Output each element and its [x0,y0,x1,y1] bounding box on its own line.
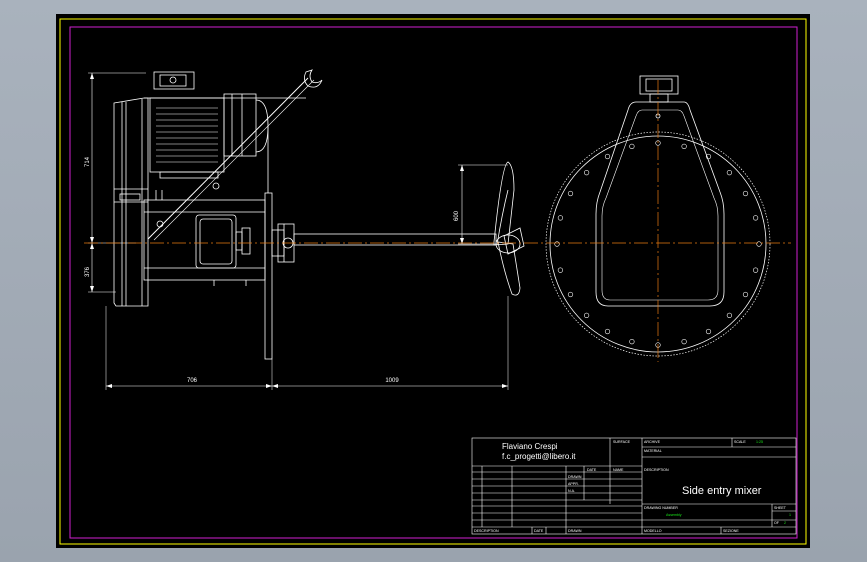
approved-label: APPR. [568,482,579,486]
bolt-hole [726,170,733,176]
author-name: Flaviano Crespi [502,442,558,451]
dim-height-top: 714 [85,156,91,167]
outer-frame [59,18,807,545]
modification-label: DESCRIPTION [474,529,499,533]
nc-label: N.A. [568,489,575,493]
bolt-hole [567,291,574,298]
bolt-hole [567,190,574,197]
date2-label: DATE [534,529,544,533]
bolt-hole [604,153,611,160]
bolt-hole [681,143,687,149]
of-label: OF [774,521,780,525]
bolt-hole [752,267,759,273]
bolt-hole [742,291,749,298]
sheet-label: SHEET [774,506,787,510]
drawing-number-value: Assembly [666,513,682,517]
name-label: NAME [613,468,624,472]
date-label: DATE [587,468,597,472]
centerlines [84,80,791,362]
archive-label: ARCHIVE [644,440,661,444]
author-email: f.c_progetti@libero.it [502,452,576,461]
bolt-hole [742,190,749,197]
bolt-hole [557,215,564,221]
dim-height-bottom: 376 [85,266,91,277]
section-label: SEZIONE [723,529,739,533]
cad-viewport[interactable]: 714 376 706 1009 600 [56,14,810,548]
drawn-label: DRAWN [568,475,582,479]
bolt-hole [705,153,712,160]
surface-label: SURFACE [613,440,631,444]
drawing-number-label: DRAWING NUMBER [644,506,678,510]
bolt-hole [583,170,590,176]
bolt-hole [629,143,635,149]
bolt-hole [726,312,733,319]
model-label: MODELLO [644,529,662,533]
scale-label: SCALE [734,440,746,444]
bolt-hole [583,312,590,319]
bolt-hole [681,339,687,345]
bolt-hole [705,328,712,335]
inner-border [69,26,798,539]
drawn2-label: DRAWN [568,529,582,533]
bolt-hole [655,140,661,146]
bolt-hole [604,328,611,335]
dim-length-shaft: 1009 [385,378,399,384]
dim-propeller: 600 [454,210,460,221]
bolt-hole [752,215,759,221]
scale-value: 1:25 [756,440,763,444]
sheet-value: 1 [789,513,791,517]
bolt-hole [629,339,635,345]
drawing-sheet: 714 376 706 1009 600 [59,18,807,545]
description-label: DESCRIPTION [644,468,669,472]
bolt-hole [756,241,762,247]
bolt-hole [554,241,560,247]
title-block [471,437,797,535]
side-view [88,69,525,390]
dim-length-motor: 706 [187,378,198,384]
bolt-hole [557,267,564,273]
material-label: MATERIAL [644,449,662,453]
drawing-title: Side entry mixer [682,485,762,497]
of-value: 2 [784,521,786,525]
